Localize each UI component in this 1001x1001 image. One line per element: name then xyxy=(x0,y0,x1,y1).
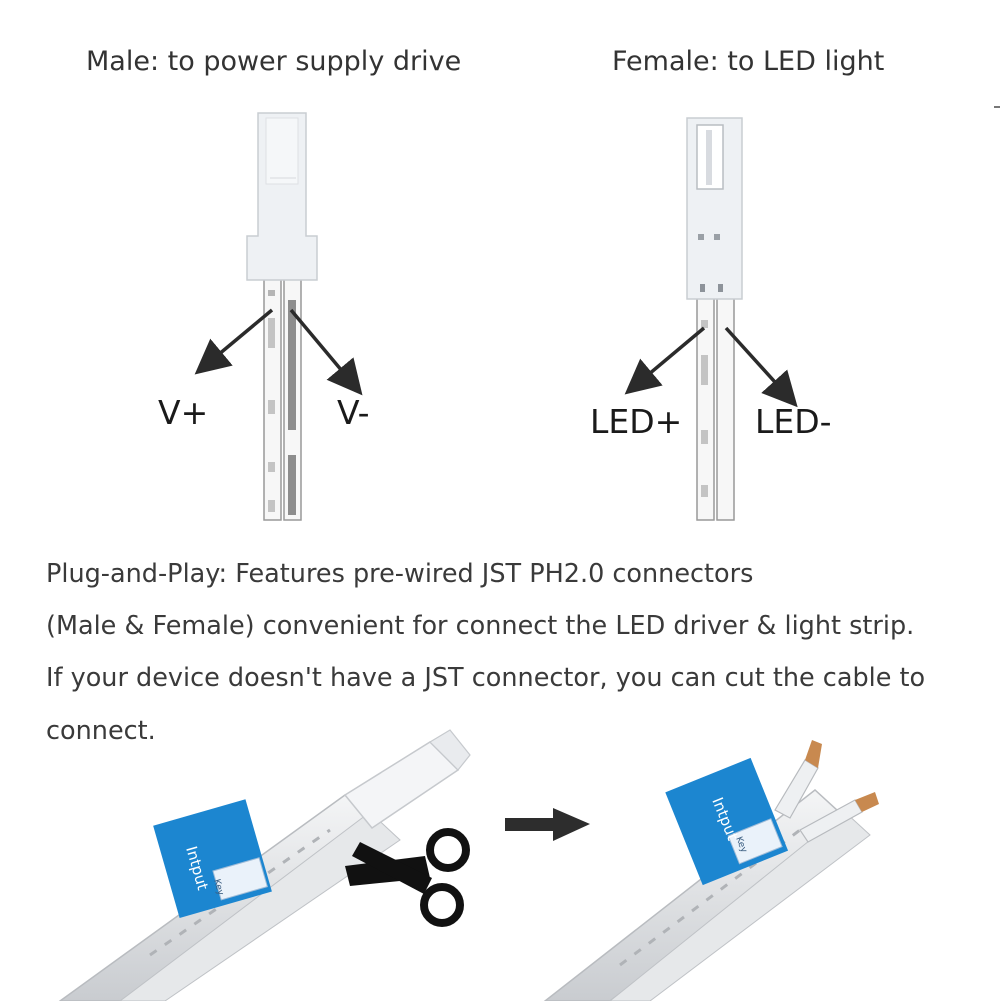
male-connector xyxy=(246,112,318,521)
description-line-2: (Male & Female) convenient for connect t… xyxy=(46,611,915,641)
input-tag-left-subtext: Key xyxy=(211,878,225,897)
led-minus-label: LED- xyxy=(755,402,832,441)
input-tag-right xyxy=(665,757,789,886)
scissors-icon xyxy=(345,828,470,927)
v-minus-arrow xyxy=(289,308,363,396)
female-connector-caption: Female: to LED light xyxy=(612,46,885,77)
led-plus-arrow xyxy=(624,326,706,395)
description-line-3: If your device doesn't have a JST connec… xyxy=(46,663,926,693)
led-plus-label: LED+ xyxy=(590,402,683,441)
v-plus-arrow xyxy=(194,308,274,375)
led-minus-arrow xyxy=(724,326,798,408)
description-line-4: connect. xyxy=(46,716,156,746)
arrow-right-icon xyxy=(505,808,590,841)
male-connector-caption: Male: to power supply drive xyxy=(86,46,462,77)
female-connector xyxy=(686,117,743,521)
input-tag-left xyxy=(153,799,272,918)
v-plus-label: V+ xyxy=(158,393,209,432)
description-line-1: Plug-and-Play: Features pre-wired JST PH… xyxy=(46,559,754,589)
v-minus-label: V- xyxy=(337,393,370,432)
